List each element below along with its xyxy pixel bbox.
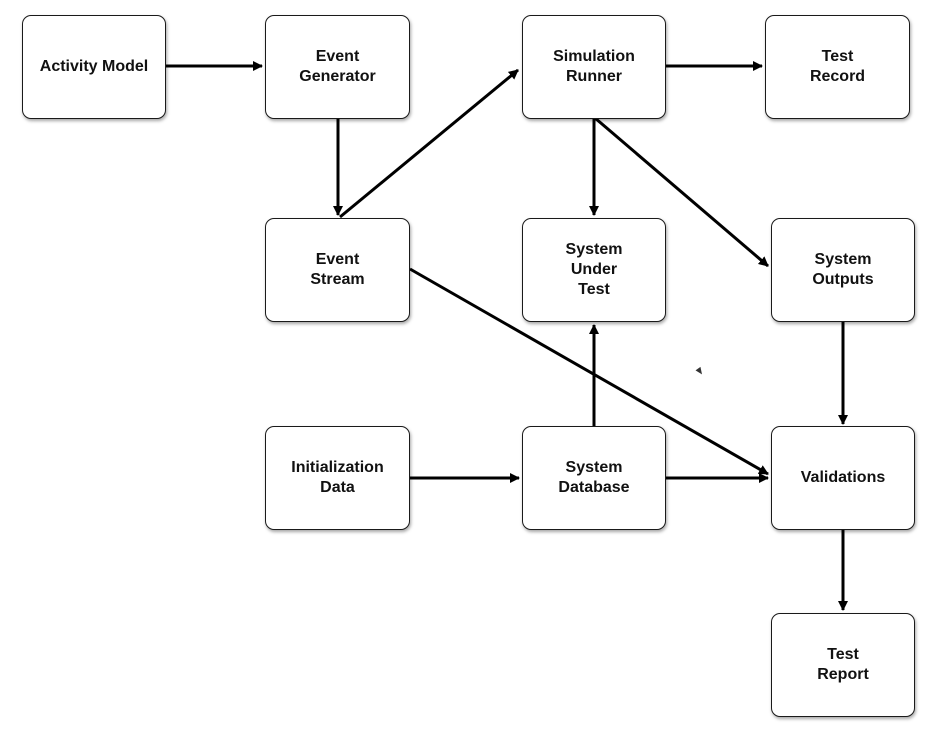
node-label: Event Stream: [310, 251, 365, 288]
node-initialization-data: Initialization Data: [265, 426, 410, 530]
node-validations: Validations: [771, 426, 915, 530]
node-test-report: Test Report: [771, 613, 915, 717]
node-test-record: Test Record: [765, 15, 910, 119]
arrow-simulation-runner-to-system-outputs: [594, 116, 769, 268]
node-event-stream: Event Stream: [265, 218, 410, 322]
node-activity-model: Activity Model: [22, 15, 166, 119]
node-label: System Database: [558, 459, 630, 496]
node-label: System Under Test: [565, 241, 623, 298]
node-label: System Outputs: [812, 251, 874, 288]
node-label: Test Report: [817, 646, 869, 683]
node-label: Simulation Runner: [553, 48, 635, 85]
node-label: Initialization Data: [291, 459, 384, 496]
arrow-event-stream-to-validations: [409, 267, 769, 476]
arrow-event-stream-to-simulation-runner: [339, 68, 519, 219]
node-label: Test Record: [809, 48, 866, 85]
node-system-outputs: System Outputs: [771, 218, 915, 322]
node-event-generator: Event Generator: [265, 15, 410, 119]
node-system-under-test: System Under Test: [522, 218, 666, 322]
node-label: Event Generator: [299, 48, 376, 85]
node-system-database: System Database: [522, 426, 666, 530]
node-label: Validations: [800, 469, 886, 486]
node-simulation-runner: Simulation Runner: [522, 15, 666, 119]
node-label: Activity Model: [39, 58, 149, 75]
